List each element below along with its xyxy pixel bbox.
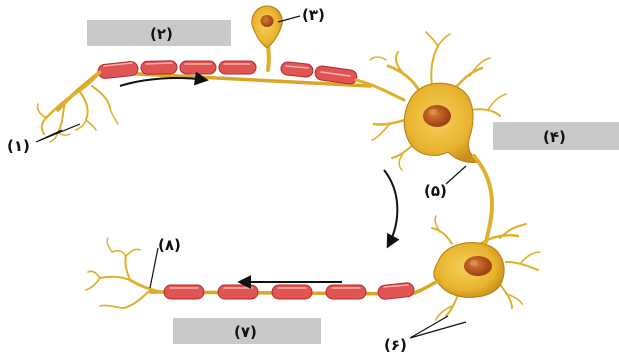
leader-5 — [446, 166, 466, 184]
sensory-nucleus — [261, 15, 274, 27]
label-5: (۵) — [424, 182, 447, 200]
flow-arrow-top — [120, 78, 206, 86]
leader-8 — [150, 248, 158, 288]
label-6: (۶) — [384, 336, 407, 354]
flow-arrow-middle — [384, 170, 397, 246]
multipolar-neuron-upper — [356, 32, 506, 242]
leader-6 — [410, 316, 466, 338]
label-7: (۷) — [234, 323, 257, 341]
lower-nucleus — [464, 256, 492, 276]
label-2: (۲) — [150, 25, 173, 43]
label-3: (۳) — [302, 6, 325, 24]
sensory-dendrites — [37, 72, 118, 142]
label-8: (۸) — [158, 236, 181, 254]
label-4: (۴) — [543, 128, 566, 146]
myelin-sheath-bottom — [164, 282, 415, 300]
sensory-cell-body — [252, 6, 282, 48]
upper-nucleus — [423, 105, 451, 127]
axon-terminals — [86, 238, 162, 308]
label-1: (۱) — [7, 137, 30, 155]
